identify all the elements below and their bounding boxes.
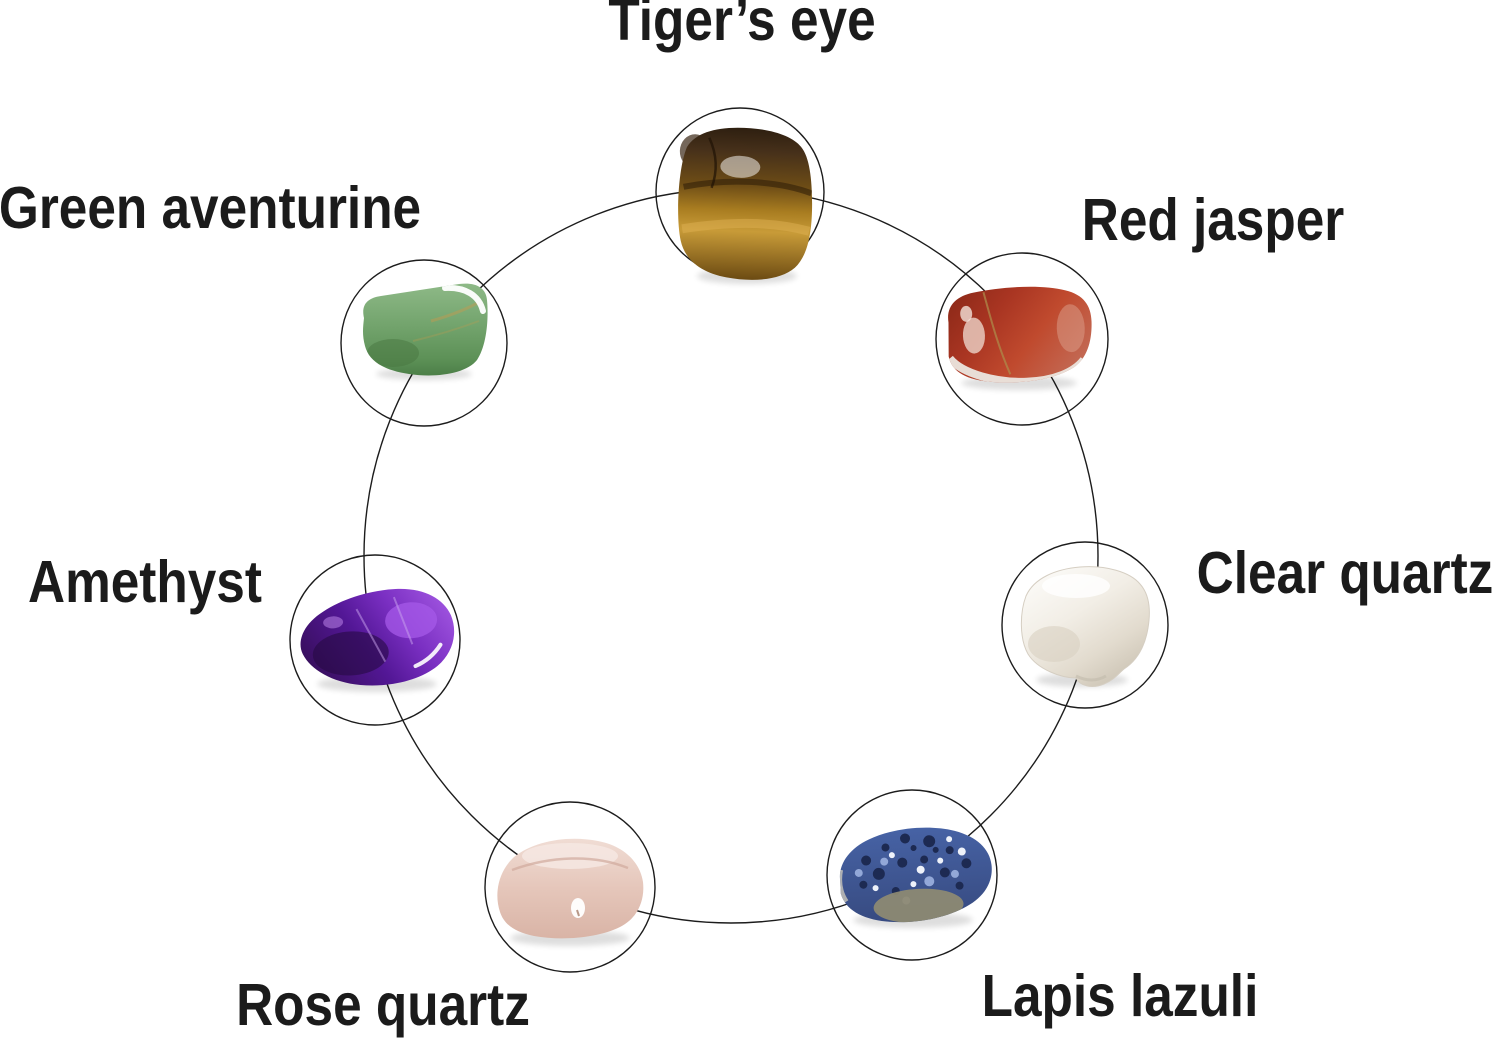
marker-rose-quartz (484, 801, 656, 973)
tigers-eye-body (678, 127, 813, 280)
label-rose-quartz: Rose quartz (236, 972, 530, 1038)
label-green-aventurine: Green aventurine (0, 175, 422, 241)
lapis-dark-speckles (859, 833, 972, 896)
stone-tigers-eye (678, 127, 813, 280)
lapis-lazuli-details (837, 833, 972, 923)
green-aventurine-details (367, 284, 486, 367)
label-clear-quartz: Clear quartz (1196, 540, 1494, 606)
stone-clear-quartz (1020, 566, 1150, 687)
lapis-bottom-patch (873, 888, 964, 923)
stone-rose-quartz (497, 838, 644, 939)
tigers-eye-bands (681, 137, 813, 236)
label-amethyst: Amethyst (28, 549, 262, 615)
label-lapis-lazuli: Lapis lazuli (981, 963, 1259, 1029)
marker-amethyst (289, 554, 461, 726)
stone-lapis-lazuli (837, 827, 992, 923)
marker-circles (289, 107, 1169, 973)
stone-amethyst (300, 588, 455, 686)
marker-lapis-lazuli (826, 789, 998, 961)
rose-quartz-details (511, 843, 629, 918)
clear-quartz-details (1028, 574, 1110, 682)
stone-red-jasper (946, 286, 1092, 385)
amethyst-details (312, 596, 443, 676)
red-jasper-body (948, 286, 1092, 383)
label-tigers-eye: Tiger’s eye (608, 0, 876, 53)
marker-red-jasper (935, 252, 1109, 426)
stone-green-aventurine (363, 283, 488, 376)
marker-green-aventurine (340, 259, 508, 427)
label-red-jasper: Red jasper (1081, 187, 1345, 253)
marker-clear-quartz (1001, 541, 1169, 709)
lapis-white-speckles (872, 836, 966, 892)
